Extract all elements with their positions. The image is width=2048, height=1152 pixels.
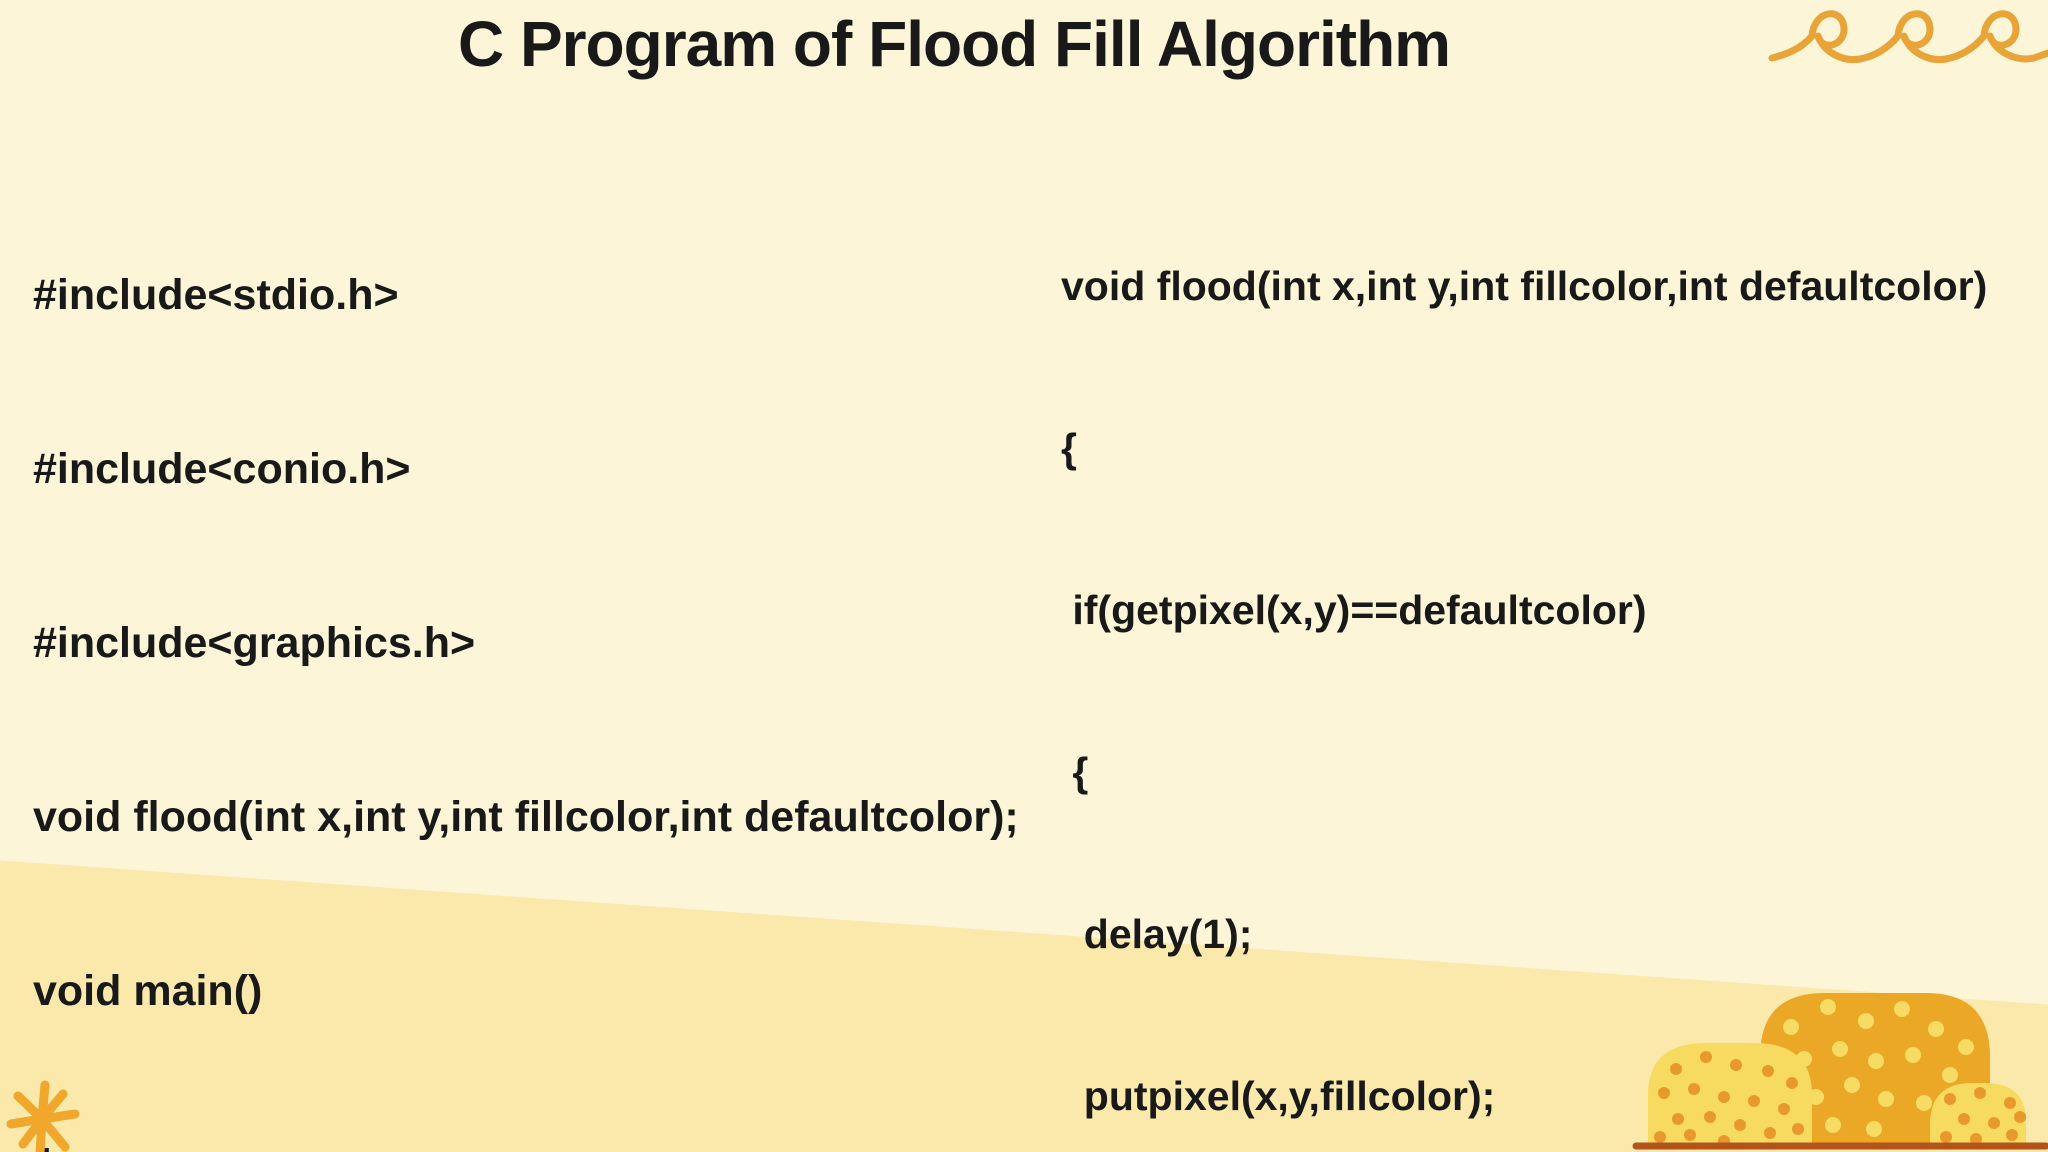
code-line: void main() [33,967,263,1015]
code-line: delay(1); [1061,911,1253,957]
asterisk-star-doodle-icon [6,1080,80,1152]
code-line: #include<conio.h> [33,445,411,493]
squiggle-doodle-icon [1768,10,2048,64]
bushes-illustration [1632,993,2048,1150]
code-line: { [1061,749,1089,795]
code-line: putpixel(x,y,fillcolor); [1061,1073,1496,1119]
code-line: #include<stdio.h> [33,271,399,319]
code-line: { [1061,425,1077,471]
code-left-column: #include<stdio.h> #include<conio.h> #inc… [33,150,1019,1152]
code-line: #include<graphics.h> [33,619,476,667]
code-line: { [33,1136,1019,1152]
code-right-column: void flood(int x,int y,int fillcolor,int… [1061,151,1987,1152]
slide-title: C Program of Flood Fill Algorithm [457,8,1451,80]
code-line: void flood(int x,int y,int fillcolor,int… [1061,263,1988,309]
code-line: void flood(int x,int y,int fillcolor,int… [33,793,1019,841]
code-line: if(getpixel(x,y)==defaultcolor) [1061,587,1647,633]
